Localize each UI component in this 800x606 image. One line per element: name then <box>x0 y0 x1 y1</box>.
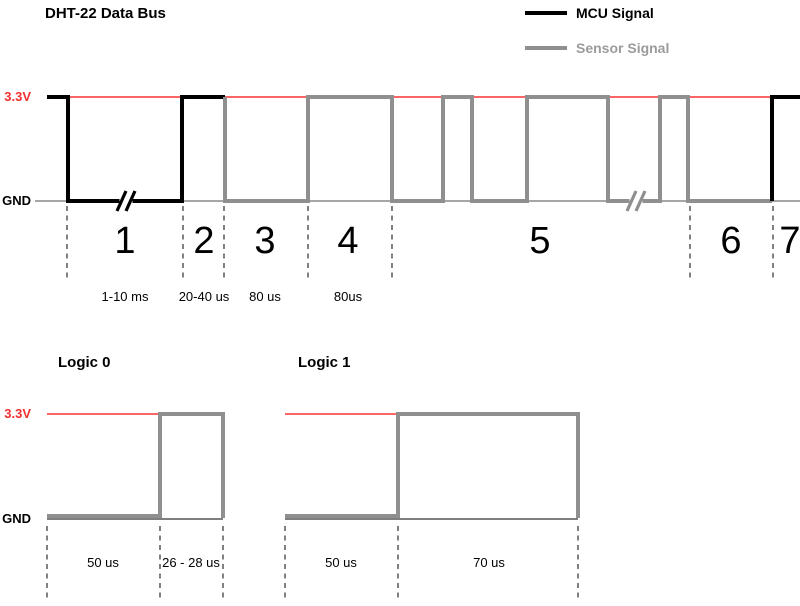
mcu-time-break-slash-1 <box>115 190 128 212</box>
phase-number-3: 3 <box>254 220 276 262</box>
sensor-time-break-slash-1 <box>625 190 638 212</box>
logic0-duration-label-0: 50 us <box>87 555 119 570</box>
mcu-signal-line-icon <box>525 11 567 15</box>
sensor-response-and-data <box>223 95 772 203</box>
logic1-pulse <box>285 412 580 518</box>
phase-time-3: 80 us <box>249 289 281 304</box>
logic-3v3-label: 3.3V <box>4 406 31 421</box>
phase-time-2: 20-40 us <box>178 289 230 304</box>
sensor-time-break-gap <box>629 196 643 206</box>
page-title: DHT-22 Data Bus <box>45 5 166 22</box>
logic1-title: Logic 1 <box>298 354 351 371</box>
main-gnd-label: GND <box>2 193 31 208</box>
phase-number-7: 7 <box>779 220 800 262</box>
mcu-time-break-slash-2 <box>124 190 137 212</box>
phase-time-4: 80us <box>333 289 363 304</box>
mcu-end-pulse <box>770 95 800 201</box>
logic0-duration-label-1: 26 - 28 us <box>162 555 220 570</box>
phase-number-6: 6 <box>720 220 742 262</box>
mcu-time-break-gap <box>119 196 133 206</box>
phase-number-2: 2 <box>193 220 215 262</box>
phase-time-1: 1-10 ms <box>101 289 149 304</box>
logic0-title: Logic 0 <box>58 354 111 371</box>
logic1-duration-label-1: 70 us <box>473 555 505 570</box>
logic1-duration-label-0: 50 us <box>325 555 357 570</box>
legend-mcu-label: MCU Signal <box>576 5 654 21</box>
phase-number-5: 5 <box>529 220 551 262</box>
sensor-time-break-slash-2 <box>634 190 647 212</box>
phase-number-1: 1 <box>114 220 136 262</box>
logic0-pulse <box>47 412 225 518</box>
main-3v3-label: 3.3V <box>4 89 31 104</box>
mcu-start-pulse <box>47 95 225 203</box>
logic-gnd-label: GND <box>2 511 31 526</box>
sensor-signal-line-icon <box>525 46 567 50</box>
legend-sensor-label: Sensor Signal <box>576 40 670 56</box>
phase-number-4: 4 <box>337 220 359 262</box>
